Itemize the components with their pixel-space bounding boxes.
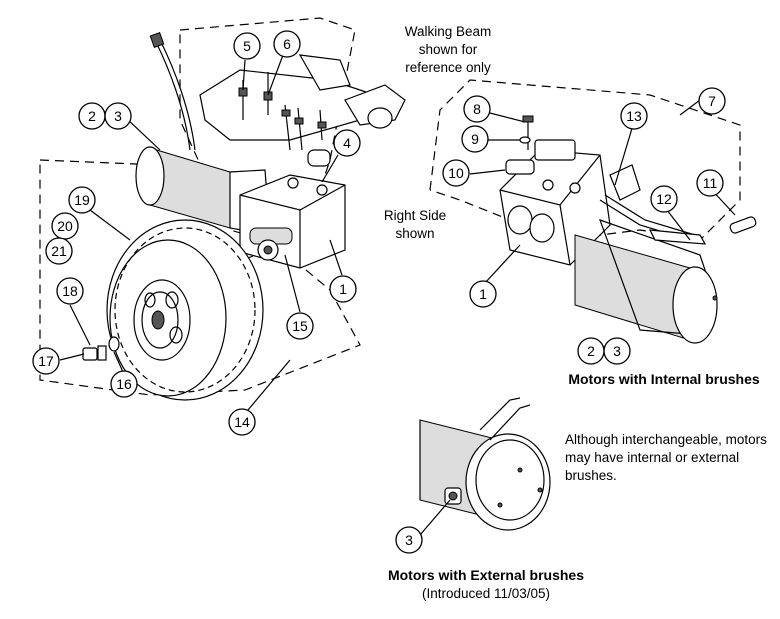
svg-text:1: 1 (339, 281, 347, 297)
svg-text:3: 3 (613, 343, 621, 359)
note-line: shown for (419, 42, 478, 57)
svg-text:10: 10 (448, 165, 464, 181)
svg-text:2: 2 (587, 343, 595, 359)
callout-3-external: 3 (395, 526, 423, 554)
caption-external-brushes: Motors with External brushes (388, 567, 584, 583)
callout-4: 4 (333, 129, 361, 157)
callout-15: 15 (286, 312, 314, 340)
note-walking-beam: Walking Beam shown for reference only (405, 24, 492, 75)
note-line: may have internal or external (565, 450, 739, 465)
callout-1: 1 (329, 275, 357, 303)
svg-text:16: 16 (116, 376, 132, 392)
note-right-side: Right Side shown (384, 208, 446, 241)
callout-10: 10 (442, 159, 470, 187)
svg-text:2: 2 (88, 108, 96, 124)
svg-text:15: 15 (292, 318, 308, 334)
left-gearbox (237, 174, 346, 269)
note-line: Right Side (384, 208, 446, 223)
svg-text:6: 6 (283, 36, 291, 52)
callout-2-right: 2 (577, 337, 605, 365)
callout-8: 8 (463, 95, 491, 123)
callout-1-right: 1 (469, 280, 497, 308)
callout-16: 16 (110, 370, 138, 398)
note-line: brushes. (565, 468, 617, 483)
note-interchangeable: Although interchangeable, motors may hav… (565, 432, 767, 483)
svg-text:14: 14 (234, 414, 250, 430)
svg-text:13: 13 (626, 108, 642, 124)
note-line: Walking Beam (405, 24, 492, 39)
svg-text:19: 19 (74, 192, 90, 208)
svg-text:21: 21 (51, 243, 67, 259)
svg-text:5: 5 (243, 38, 251, 54)
svg-text:11: 11 (703, 175, 718, 191)
note-line: reference only (405, 60, 491, 75)
callout-6: 6 (273, 30, 301, 58)
svg-text:3: 3 (405, 532, 413, 548)
svg-text:7: 7 (708, 93, 716, 109)
callout-2: 2 (78, 102, 106, 130)
callout-7: 7 (698, 87, 726, 115)
caption-internal-brushes: Motors with Internal brushes (568, 371, 760, 387)
callout-5: 5 (233, 32, 261, 60)
callout-14: 14 (228, 408, 256, 436)
callout-21: 21 (45, 237, 73, 265)
svg-text:3: 3 (114, 108, 122, 124)
callout-11: 11 (696, 169, 724, 197)
callout-20: 20 (51, 212, 79, 240)
wheel-tire (106, 219, 264, 401)
svg-text:8: 8 (473, 101, 481, 117)
callout-3-right: 3 (603, 337, 631, 365)
callout-17: 17 (32, 347, 60, 375)
svg-text:18: 18 (62, 283, 78, 299)
svg-text:9: 9 (471, 131, 479, 147)
caption-external-date: (Introduced 11/03/05) (422, 586, 550, 601)
wheel-assembly-boundary (39, 159, 361, 396)
callout-3: 3 (104, 102, 132, 130)
callout-19: 19 (68, 186, 96, 214)
callout-13: 13 (620, 102, 648, 130)
motor-external-brushes (419, 397, 551, 531)
svg-text:20: 20 (57, 218, 73, 234)
svg-text:12: 12 (656, 191, 672, 207)
note-line: shown (395, 226, 434, 241)
note-line: Although interchangeable, motors (565, 432, 767, 447)
right-motor-internal (499, 115, 757, 344)
svg-text:1: 1 (479, 286, 487, 302)
axle-hardware (82, 336, 120, 361)
callout-9: 9 (461, 125, 489, 153)
svg-text:17: 17 (38, 353, 54, 369)
callout-12: 12 (650, 185, 678, 213)
svg-text:4: 4 (343, 135, 351, 151)
callout-18: 18 (56, 277, 84, 305)
